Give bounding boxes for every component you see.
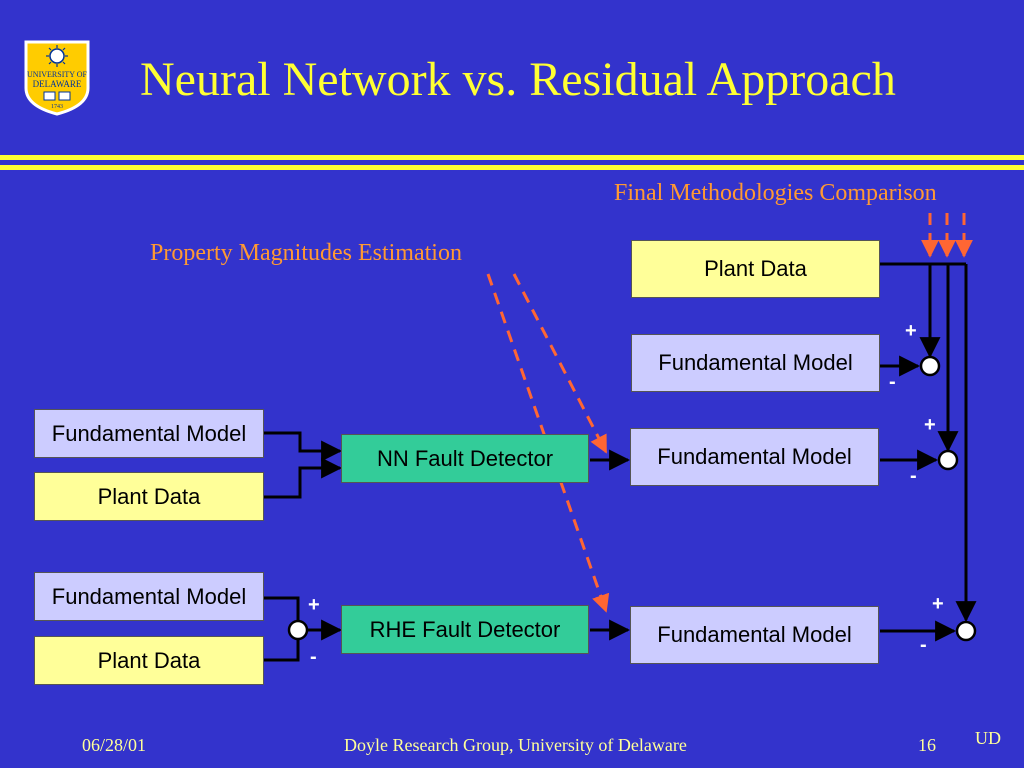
- footer-date: 06/28/01: [82, 735, 147, 755]
- nn-fault-detector: NN Fault Detector: [341, 434, 589, 483]
- sum1-plus-sign: +: [905, 320, 917, 342]
- footer-ud-mark: UD: [975, 728, 1001, 748]
- property-arrow-nn: [512, 273, 608, 454]
- sum1-minus-sign: -: [889, 371, 896, 393]
- slide-title: Neural Network vs. Residual Approach: [140, 53, 896, 106]
- footer-page-number: 16: [918, 735, 936, 755]
- nn-plant-data: Plant Data: [34, 472, 264, 521]
- nn-fundamental-model: Fundamental Model: [34, 409, 264, 458]
- summing-junction-1: [919, 355, 941, 377]
- sum2-plus-sign: +: [924, 414, 936, 436]
- sum3-plus-sign: +: [932, 593, 944, 615]
- rhe-model-wire: [264, 596, 300, 620]
- logo-year: 1743: [51, 104, 63, 110]
- right-fundamental-model-mid: Fundamental Model: [630, 428, 879, 486]
- title-rule-bottom: [0, 165, 1024, 170]
- logo-line1: UNIVERSITY OF: [27, 70, 87, 79]
- rhe-fundamental-model: Fundamental Model: [34, 572, 264, 621]
- rhe-fault-detector: RHE Fault Detector: [341, 605, 589, 654]
- university-logo: UNIVERSITY OF DELAWARE 1743: [22, 40, 92, 116]
- sum2-minus-sign: -: [910, 465, 917, 487]
- rhe-plant-data: Plant Data: [34, 636, 264, 685]
- footer-credit: Doyle Research Group, University of Dela…: [344, 735, 687, 755]
- rhe-summing-junction: [287, 619, 309, 641]
- summing-junction-3: [955, 620, 977, 642]
- title-rule-top: [0, 155, 1024, 160]
- sum3-minus-sign: -: [920, 634, 927, 656]
- rhe-plant-wire: [264, 640, 300, 662]
- right-fundamental-model-top: Fundamental Model: [631, 334, 880, 392]
- rhe-minus-sign: -: [310, 646, 317, 668]
- rhe-plus-sign: +: [308, 594, 320, 616]
- final-methodologies-label: Final Methodologies Comparison: [614, 180, 937, 206]
- delaware-seal-icon: UNIVERSITY OF DELAWARE 1743: [24, 40, 90, 116]
- right-fundamental-model-bottom: Fundamental Model: [630, 606, 879, 664]
- property-magnitudes-label: Property Magnitudes Estimation: [150, 240, 462, 266]
- right-plant-data: Plant Data: [631, 240, 880, 298]
- nn-model-wire: [264, 431, 343, 462]
- nn-plant-wire: [264, 457, 343, 499]
- summing-junction-2: [937, 449, 959, 471]
- logo-line2: DELAWARE: [33, 79, 82, 89]
